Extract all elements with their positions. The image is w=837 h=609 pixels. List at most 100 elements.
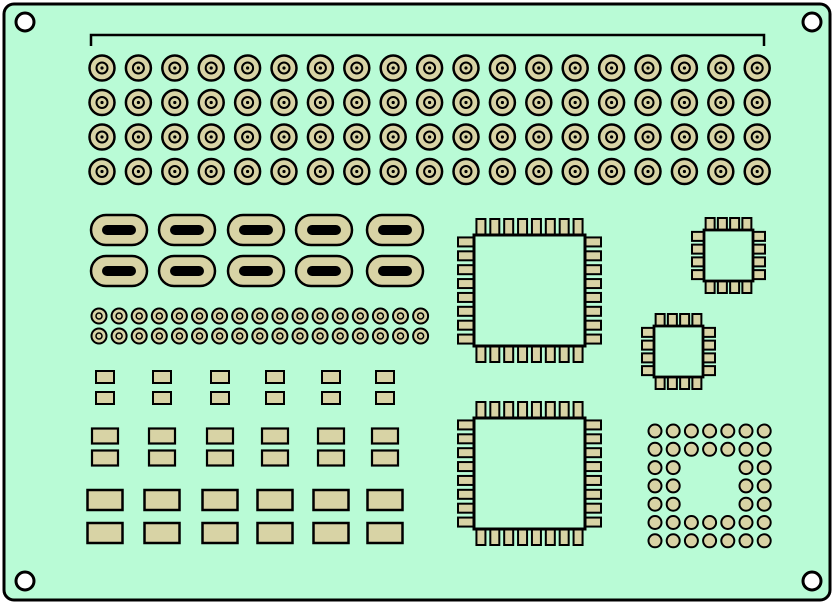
through-hole-pad-icon	[488, 157, 517, 186]
through-hole-pad-icon	[124, 123, 153, 151]
through-hole-pad-icon	[452, 157, 480, 186]
pga-ring-icon	[738, 423, 754, 439]
qfp-pin	[584, 305, 602, 317]
qfp-pin	[641, 326, 655, 338]
qfp-pin	[584, 433, 602, 445]
qfp-pin	[457, 291, 475, 303]
pad-drill	[173, 169, 177, 174]
through-hole-pad-icon	[561, 54, 589, 82]
small-pad-drill	[175, 332, 184, 340]
oval-slot-pad-icon	[365, 213, 425, 247]
small-pad-drill	[115, 332, 123, 340]
qfp-chip-icon	[457, 401, 602, 546]
small-through-hole-pad-icon	[271, 307, 289, 325]
pad-drill	[610, 135, 614, 139]
qfp-pin	[691, 376, 703, 390]
qfp-pin	[729, 217, 741, 231]
pad-drill	[646, 169, 650, 174]
pad-drill	[391, 135, 395, 139]
pad-drill	[428, 66, 432, 70]
small-pad-drill	[215, 332, 224, 340]
qfp-pin	[729, 280, 741, 294]
through-hole-pad-icon	[379, 123, 407, 151]
oval-slot-pad-icon	[294, 213, 354, 247]
qfp-pin	[679, 313, 691, 327]
pad-drill	[537, 169, 541, 174]
qfp-pin	[691, 256, 705, 268]
smd-pad-array	[86, 370, 404, 545]
pad-drill	[100, 100, 104, 105]
through-hole-pad-icon	[379, 157, 407, 186]
pga-ring-icon	[756, 515, 772, 530]
pga-ring-icon	[738, 478, 754, 494]
qfp-pin	[489, 345, 501, 363]
through-hole-pad-icon	[597, 157, 626, 186]
through-hole-pad-icon	[306, 123, 335, 151]
smd-pad-icon	[95, 370, 115, 384]
pga-ring-icon	[665, 533, 681, 549]
small-pad-drill	[215, 312, 224, 320]
pad-drill	[755, 66, 759, 70]
small-through-hole-pad-icon	[110, 307, 128, 325]
qfp-pin	[517, 218, 529, 236]
pad-drill	[209, 100, 213, 105]
pga-ring-icon	[756, 533, 772, 549]
through-hole-pad-icon	[707, 157, 735, 186]
pga-ring-icon	[665, 441, 681, 457]
through-hole-pad-icon	[233, 123, 262, 151]
small-pad-drill	[256, 312, 264, 320]
pad-drill	[537, 135, 541, 139]
smd-pad-icon	[312, 521, 350, 545]
pad-drill	[136, 135, 140, 139]
small-pad-drill	[316, 312, 324, 320]
qfp-pin	[584, 419, 602, 431]
through-hole-pad-icon	[233, 157, 262, 186]
oval-slot	[170, 266, 204, 276]
small-pad-drill	[135, 312, 143, 320]
small-pad-drill	[95, 332, 103, 340]
smd-pad-icon	[205, 449, 235, 467]
smd-pad-icon	[90, 449, 120, 467]
qfp-chip-icon	[457, 218, 602, 363]
smd-pad-icon	[260, 427, 290, 445]
pad-drill	[173, 135, 177, 139]
small-pad-drill	[296, 332, 304, 340]
smd-pad-icon	[86, 521, 124, 545]
pad-drill	[209, 135, 213, 139]
qfp-pin	[517, 528, 529, 546]
through-hole-pad-icon	[88, 157, 116, 186]
oval-slot	[170, 225, 204, 235]
small-through-hole-pad-icon	[371, 307, 389, 325]
smd-pad-icon	[375, 391, 395, 405]
pad-drill	[173, 100, 177, 105]
qfp-pin	[544, 401, 556, 419]
through-hole-pad-icon	[525, 123, 553, 151]
pad-drill	[428, 100, 432, 105]
oval-slot	[102, 266, 136, 276]
through-hole-pad-icon	[707, 88, 735, 117]
through-hole-pad-icon	[525, 88, 553, 117]
through-hole-pad-icon	[634, 123, 662, 151]
small-through-hole-pad-icon	[191, 307, 208, 325]
through-hole-pad-icon	[124, 54, 153, 82]
pad-drill	[318, 135, 322, 139]
tht-header-grid	[88, 54, 771, 186]
qfp-pin	[584, 474, 602, 486]
small-pad-drill	[115, 312, 123, 320]
pga-ring-icon	[738, 515, 754, 530]
pga-ring-icon	[665, 460, 681, 476]
pga-ring-icon	[683, 441, 699, 457]
oval-slot-pad-icon	[294, 254, 354, 288]
through-hole-pad-icon	[561, 157, 589, 186]
small-through-hole-pad-icon	[90, 327, 108, 345]
small-through-hole-pad-icon	[351, 327, 369, 345]
small-pad-drill	[356, 332, 365, 340]
pad-drill	[500, 100, 504, 105]
pad-drill	[246, 66, 250, 70]
through-hole-pad-icon	[306, 88, 335, 117]
small-pad-drill	[396, 332, 405, 340]
qfp-pin	[558, 528, 570, 546]
pga-ring-icon	[647, 533, 663, 549]
oval-slot	[239, 225, 273, 235]
pad-drill	[318, 100, 322, 105]
